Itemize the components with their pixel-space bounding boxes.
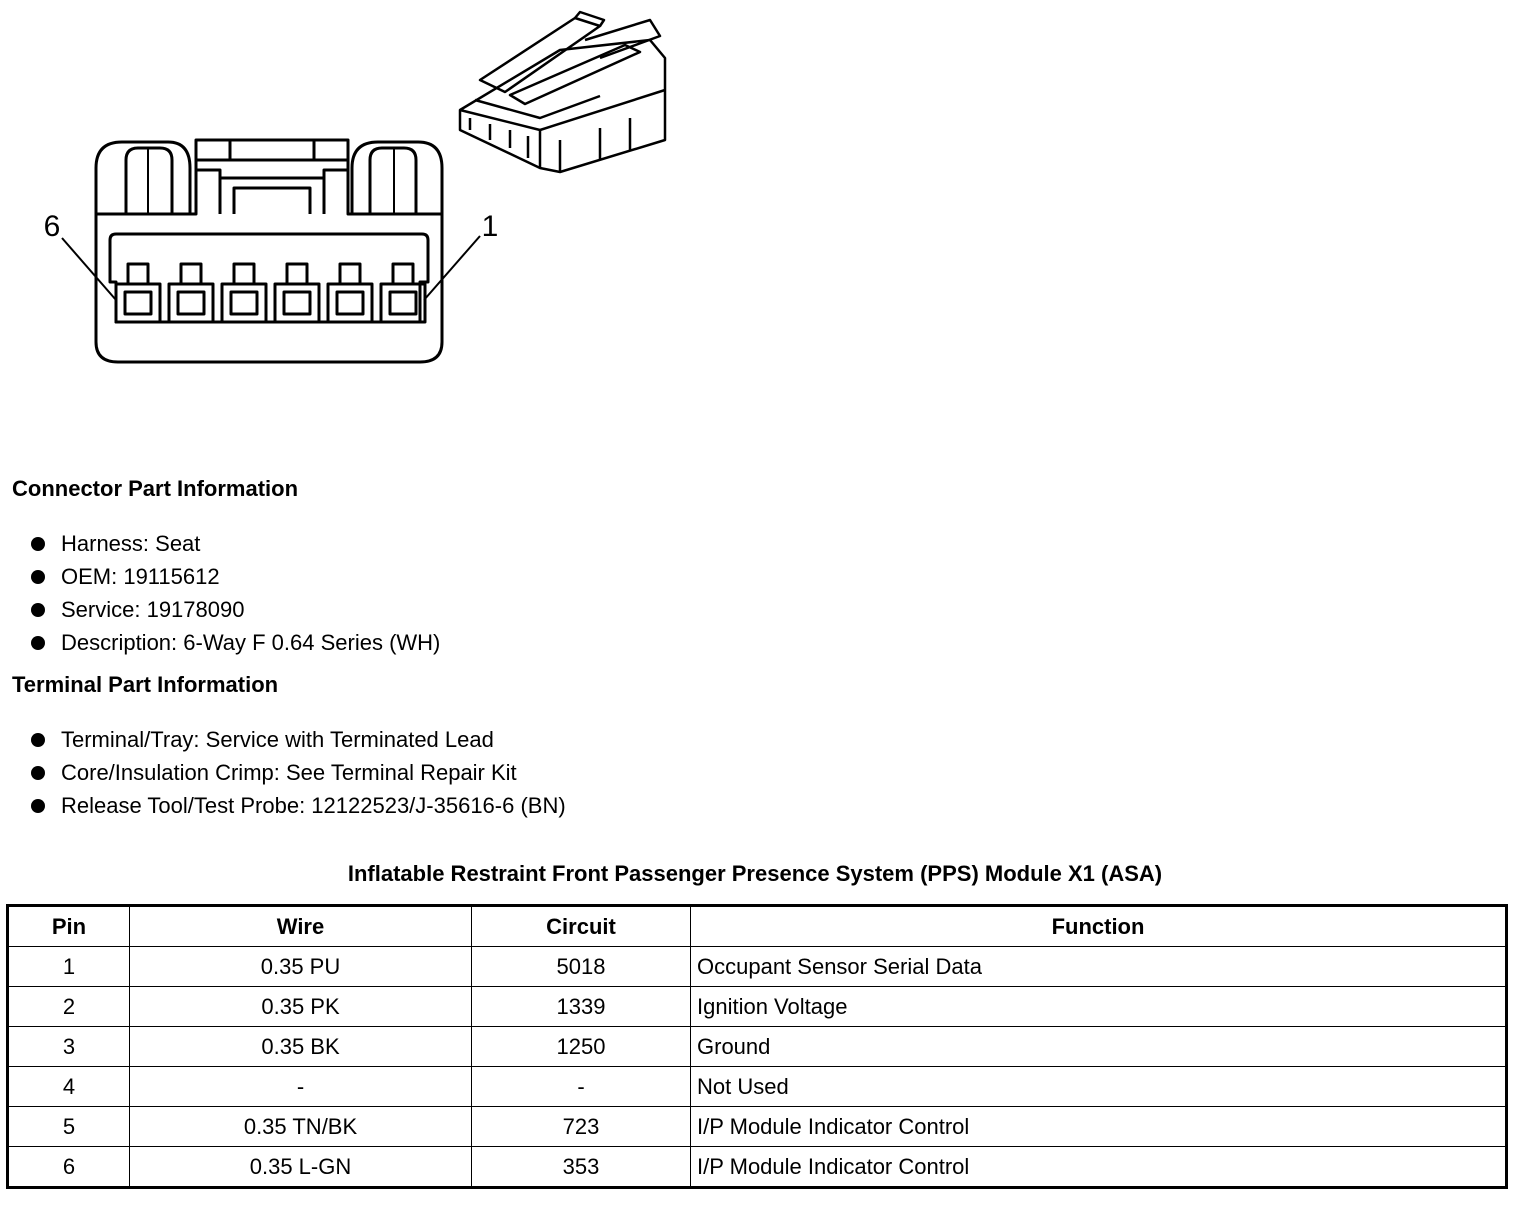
pin-cavity xyxy=(220,262,268,324)
connector-isometric-view xyxy=(458,10,667,174)
bullet-icon xyxy=(31,766,45,780)
table-row: 6 0.35 L-GN 353 I/P Module Indicator Con… xyxy=(7,1146,1507,1188)
cell-circuit: 353 xyxy=(471,1146,691,1188)
cell-wire: 0.35 PU xyxy=(129,946,472,987)
bullet-icon xyxy=(31,636,45,650)
cell-wire: 0.35 L-GN xyxy=(129,1146,472,1188)
cell-function: Not Used xyxy=(690,1066,1507,1107)
bullet-icon xyxy=(31,733,45,747)
cell-function: Ignition Voltage xyxy=(690,986,1507,1027)
bullet-icon xyxy=(31,570,45,584)
table-title: Inflatable Restraint Front Passenger Pre… xyxy=(347,861,1163,886)
connector-info-list: Harness: Seat OEM: 19115612 Service: 191… xyxy=(30,527,440,659)
terminal-info-list: Terminal/Tray: Service with Terminated L… xyxy=(30,723,566,822)
list-item: Terminal/Tray: Service with Terminated L… xyxy=(30,723,566,756)
terminal-info-heading: Terminal Part Information xyxy=(12,672,279,697)
pin-cavity xyxy=(379,262,427,324)
cell-circuit: - xyxy=(471,1066,691,1107)
cell-pin: 2 xyxy=(7,986,130,1027)
cell-wire: 0.35 BK xyxy=(129,1026,472,1067)
cell-function: Occupant Sensor Serial Data xyxy=(690,946,1507,987)
cell-function: Ground xyxy=(690,1026,1507,1067)
cell-circuit: 1250 xyxy=(471,1026,691,1067)
cell-function: I/P Module Indicator Control xyxy=(690,1106,1507,1147)
cell-wire: 0.35 TN/BK xyxy=(129,1106,472,1147)
table-row: 3 0.35 BK 1250 Ground xyxy=(7,1026,1507,1067)
cell-function: I/P Module Indicator Control xyxy=(690,1146,1507,1188)
cell-circuit: 5018 xyxy=(471,946,691,987)
list-item: Harness: Seat xyxy=(30,527,440,560)
bullet-icon xyxy=(31,799,45,813)
connector-diagram: 6 1 xyxy=(44,10,667,364)
pin-label-1: 1 xyxy=(482,210,499,243)
table-row: 4 - - Not Used xyxy=(7,1066,1507,1107)
cell-pin: 5 xyxy=(7,1106,130,1147)
connector-info-heading: Connector Part Information xyxy=(12,476,299,501)
pin-label-6: 6 xyxy=(44,210,61,243)
cell-wire: 0.35 PK xyxy=(129,986,472,1027)
list-item: Core/Insulation Crimp: See Terminal Repa… xyxy=(30,756,566,789)
column-header-function: Function xyxy=(690,905,1507,947)
pin-cavity xyxy=(167,262,215,324)
cell-circuit: 723 xyxy=(471,1106,691,1147)
list-item: Description: 6-Way F 0.64 Series (WH) xyxy=(30,626,440,659)
table-row: 2 0.35 PK 1339 Ignition Voltage xyxy=(7,986,1507,1027)
bullet-icon xyxy=(31,603,45,617)
cell-pin: 3 xyxy=(7,1026,130,1067)
column-header-pin: Pin xyxy=(7,905,130,947)
pin-cavity xyxy=(114,262,162,324)
bullet-icon xyxy=(31,537,45,551)
column-header-wire: Wire xyxy=(129,905,472,947)
table-header-row: Pin Wire Circuit Function xyxy=(7,905,1507,947)
table-row: 1 0.35 PU 5018 Occupant Sensor Serial Da… xyxy=(7,946,1507,987)
list-item: OEM: 19115612 xyxy=(30,560,440,593)
cell-pin: 1 xyxy=(7,946,130,987)
list-item: Release Tool/Test Probe: 12122523/J-3561… xyxy=(30,789,566,822)
table-row: 5 0.35 TN/BK 723 I/P Module Indicator Co… xyxy=(7,1106,1507,1147)
list-item: Service: 19178090 xyxy=(30,593,440,626)
cell-wire: - xyxy=(129,1066,472,1107)
pin-cavity xyxy=(273,262,321,324)
pin-cavity xyxy=(326,262,374,324)
pinout-table: Pin Wire Circuit Function 1 0.35 PU 5018… xyxy=(6,904,1508,1189)
cell-circuit: 1339 xyxy=(471,986,691,1027)
cell-pin: 6 xyxy=(7,1146,130,1188)
column-header-circuit: Circuit xyxy=(471,905,691,947)
cell-pin: 4 xyxy=(7,1066,130,1107)
